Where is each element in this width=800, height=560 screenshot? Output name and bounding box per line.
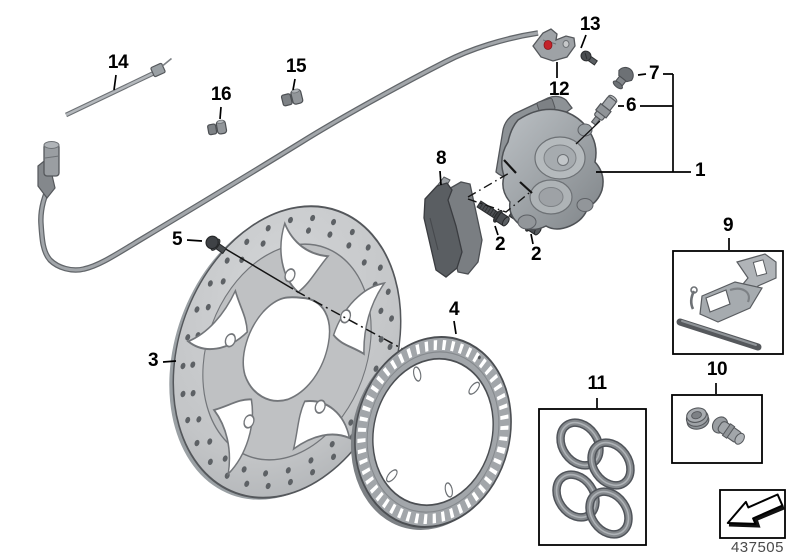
bleed-valve-cap [612, 66, 634, 90]
brake-hose [38, 30, 539, 273]
hose-connector [37, 141, 60, 199]
callout-11[interactable]: 11 [587, 373, 607, 394]
hose-clamp-15 [280, 88, 304, 107]
callout-10[interactable]: 10 [706, 359, 728, 380]
callout-16[interactable]: 16 [210, 84, 232, 105]
callout-13[interactable]: 13 [579, 14, 601, 35]
callout-5[interactable]: 5 [171, 229, 183, 250]
callout-15[interactable]: 15 [285, 56, 307, 77]
hose-bracket [532, 28, 576, 62]
leader-lines [113, 34, 730, 408]
bracket-grommet-red [543, 40, 553, 50]
brake-caliper [495, 95, 604, 231]
mounting-bolt-1 [476, 200, 510, 227]
callout-2a[interactable]: 2 [494, 234, 506, 255]
callout-4[interactable]: 4 [448, 299, 460, 320]
direction-arrow-icon [726, 493, 785, 528]
callout-7[interactable]: 7 [648, 63, 660, 84]
callout-2b[interactable]: 2 [530, 244, 542, 265]
hose-clamp-16 [207, 119, 228, 136]
callout-6[interactable]: 6 [625, 95, 637, 116]
cable-tie [65, 57, 173, 118]
abs-sensor-ring [350, 336, 512, 530]
callout-9[interactable]: 9 [722, 215, 734, 236]
callout-12[interactable]: 12 [548, 79, 570, 100]
retaining-kit-box [672, 250, 784, 355]
callout-3[interactable]: 3 [147, 350, 159, 371]
direction-arrow-box [719, 489, 786, 539]
disc-screw [205, 235, 227, 255]
callout-14[interactable]: 14 [107, 52, 129, 73]
seal-rings [552, 418, 635, 539]
pad-assembly-lines [467, 159, 533, 213]
brake-pads [423, 176, 483, 278]
image-number: 437505 [730, 539, 784, 556]
bracket-screw [580, 50, 598, 66]
brake-disc [169, 205, 402, 500]
seal-ring-kit-box [538, 408, 647, 546]
callout-8[interactable]: 8 [435, 148, 447, 169]
bleed-screw-kit-box [671, 394, 763, 464]
bleed-valve-line [575, 120, 601, 145]
bleed-valve [590, 94, 618, 126]
callout-1[interactable]: 1 [694, 160, 706, 181]
